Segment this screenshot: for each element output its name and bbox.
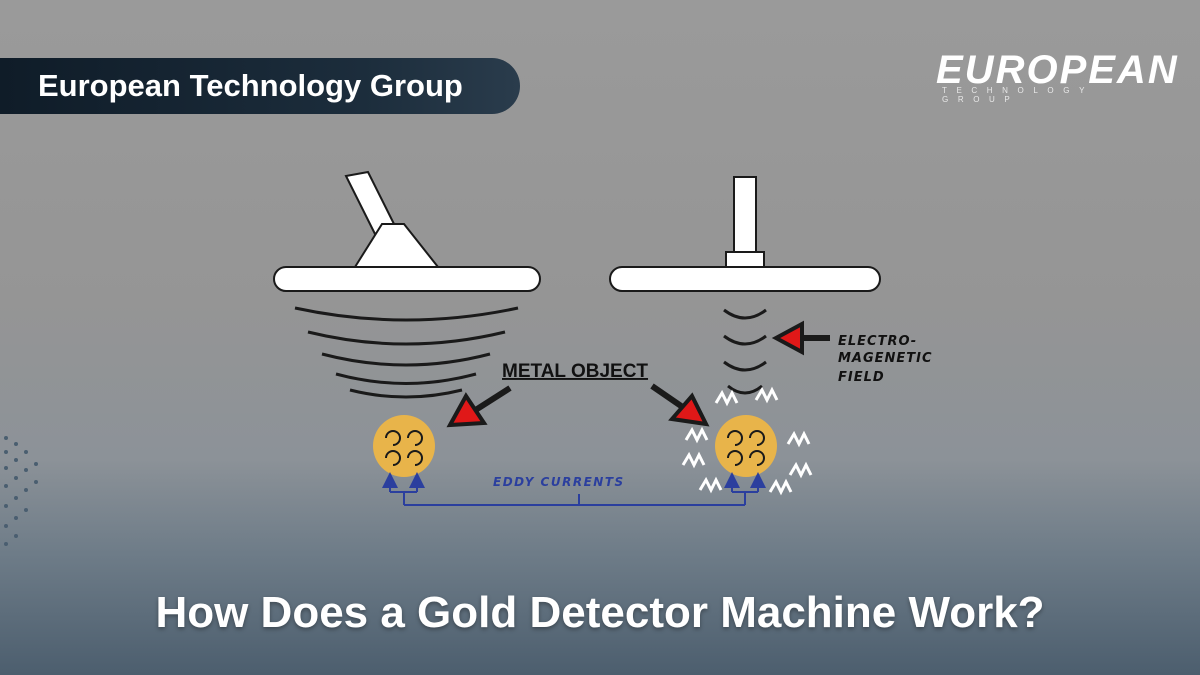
brand-banner: European Technology Group: [0, 58, 520, 114]
right-vibration-marks: [681, 386, 813, 496]
right-gold-object: [715, 415, 777, 477]
eddy-current-bracket: [382, 472, 766, 506]
arrow-to-em-field: [771, 320, 830, 356]
left-detector: [273, 170, 541, 292]
left-gold-object: [373, 415, 435, 477]
logo-subline: TECHNOLOGY GROUP: [942, 86, 1094, 104]
decorative-dots: [4, 436, 38, 546]
left-signal-waves: [294, 306, 519, 399]
em-field-label-line-1: ELECTRO-: [838, 334, 917, 349]
page-title: How Does a Gold Detector Machine Work?: [155, 588, 1045, 637]
company-logo: EUROPEAN TECHNOLOGY GROUP: [936, 48, 1179, 108]
metal-object-label: METAL OBJECT: [502, 361, 648, 382]
logo-wordmark: EUROPEAN: [936, 48, 1179, 92]
right-search-coil: [609, 266, 881, 292]
right-detector: [609, 176, 881, 292]
brand-label: European Technology Group: [38, 68, 463, 103]
em-field-label-line-2: MAGENETIC: [838, 351, 933, 366]
left-search-coil: [273, 266, 541, 292]
arrow-to-left-object: [446, 385, 512, 428]
eddy-currents-label: EDDY CURRENTS: [493, 475, 625, 489]
em-field-label-line-3: FIELD: [838, 370, 885, 385]
arrow-to-right-object: [650, 383, 710, 427]
right-field-chevrons: [723, 308, 767, 395]
